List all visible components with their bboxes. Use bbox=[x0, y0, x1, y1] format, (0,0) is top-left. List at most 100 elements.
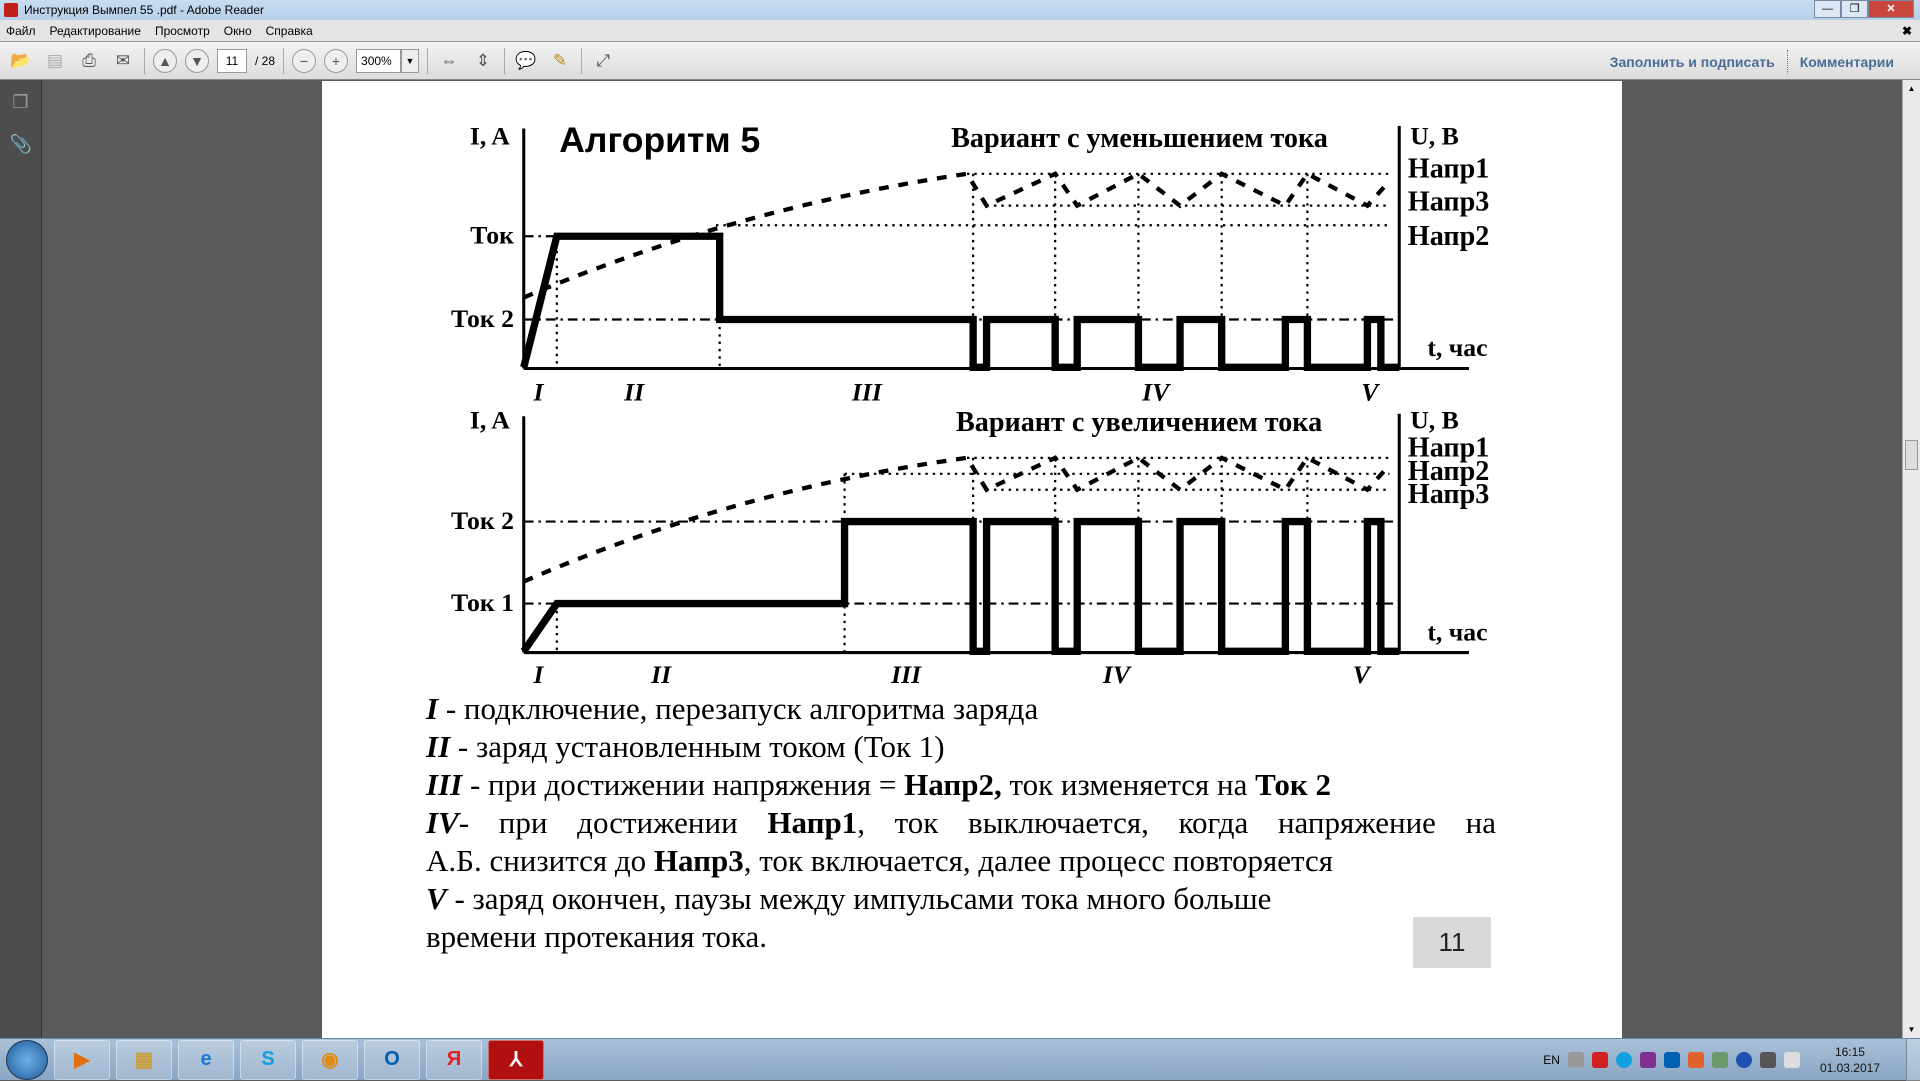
divider bbox=[1786, 49, 1788, 74]
phase-label: IV bbox=[1141, 377, 1171, 406]
minimize-button[interactable]: — bbox=[1814, 0, 1841, 18]
top-chart bbox=[520, 126, 1470, 371]
bottom-voltage-axis-label: U, B bbox=[1410, 405, 1459, 434]
divider bbox=[144, 47, 145, 74]
close-button[interactable]: ✕ bbox=[1868, 0, 1914, 18]
bottom-current-axis-label: I, A bbox=[470, 405, 510, 434]
email-icon[interactable]: ✉ bbox=[115, 50, 131, 70]
desc-line: А.Б. снизится до Напр3, ток включается, … bbox=[426, 843, 1333, 878]
open-icon[interactable]: 📂 bbox=[10, 50, 32, 70]
vertical-scrollbar[interactable]: ▲ ▼ bbox=[1902, 80, 1920, 1038]
scroll-up-icon[interactable]: ▲ bbox=[1907, 84, 1916, 93]
menu-bar: Файл Редактирование Просмотр Окно Справк… bbox=[0, 20, 1920, 41]
phase-label: V bbox=[1353, 660, 1372, 689]
top-current-axis-label: I, A bbox=[470, 121, 510, 150]
tick-napr3: Напр3 bbox=[1408, 479, 1490, 510]
zoom-out-icon[interactable]: − bbox=[292, 48, 317, 73]
outlook-tray-icon[interactable] bbox=[1663, 1052, 1680, 1068]
algorithm-diagram: I, A Алгоритм 5 Вариант с уменьшением то… bbox=[451, 120, 1490, 689]
divider bbox=[581, 47, 583, 74]
desc-line: III - при достижении напряжения = Напр2,… bbox=[426, 767, 1332, 802]
fit-width-icon[interactable]: ⇔ bbox=[440, 50, 458, 70]
scroll-thumb[interactable] bbox=[1905, 440, 1918, 470]
yandex-icon[interactable]: Я bbox=[426, 1039, 482, 1080]
kaspersky-tray-icon[interactable] bbox=[1591, 1052, 1608, 1068]
start-button[interactable] bbox=[6, 1039, 48, 1080]
top-chart-title: Алгоритм 5 bbox=[559, 120, 760, 160]
title-bar: Инструкция Вымпел 55 .pdf - Adobe Reader… bbox=[0, 0, 1920, 20]
fullscreen-icon[interactable]: ⤢ bbox=[596, 50, 610, 70]
aimp-icon[interactable]: ◉ bbox=[302, 1039, 358, 1080]
comments-button[interactable]: Комментарии bbox=[1799, 53, 1894, 70]
top-time-axis-label: t, час bbox=[1427, 333, 1487, 362]
network-tray-icon[interactable] bbox=[1567, 1052, 1584, 1068]
page-number-input[interactable]: 11 bbox=[217, 48, 247, 73]
phase-label: III bbox=[890, 660, 922, 689]
bottom-current-levels bbox=[523, 520, 1400, 605]
pdf-app-icon bbox=[4, 3, 18, 17]
tick-napr2: Напр2 bbox=[1408, 456, 1490, 487]
next-page-icon[interactable]: ▼ bbox=[185, 48, 209, 73]
restore-button[interactable]: ❐ bbox=[1841, 0, 1868, 18]
phase-label: II bbox=[650, 660, 672, 689]
desc-line: IV- при достижении Напр1, ток выключаетс… bbox=[426, 805, 1497, 840]
language-indicator[interactable]: EN bbox=[1543, 1053, 1560, 1067]
top-current-waveform bbox=[520, 232, 1400, 371]
skype-icon[interactable]: S bbox=[240, 1039, 296, 1080]
zoom-dropdown-icon[interactable]: ▼ bbox=[401, 48, 420, 73]
zoom-in-icon[interactable]: + bbox=[324, 48, 349, 73]
tick-tok-2: Ток 2 bbox=[451, 304, 514, 333]
previous-page-icon[interactable]: ▲ bbox=[153, 48, 177, 73]
tick-tok-1: Ток 1 bbox=[451, 588, 514, 617]
menu-view[interactable]: Просмотр bbox=[154, 23, 210, 38]
divider bbox=[427, 47, 429, 74]
fill-sign-button[interactable]: Заполнить и подписать bbox=[1609, 53, 1775, 70]
top-chart-subtitle: Вариант с уменьшением тока bbox=[951, 123, 1328, 154]
comment-icon[interactable]: 💬 bbox=[515, 50, 537, 70]
menu-edit[interactable]: Редактирование bbox=[49, 23, 141, 38]
volume-icon[interactable] bbox=[1783, 1052, 1800, 1068]
bottom-chart-subtitle: Вариант с увеличением тока bbox=[956, 407, 1322, 438]
show-desktop-button[interactable] bbox=[1906, 1039, 1920, 1081]
skype-tray-icon[interactable] bbox=[1615, 1052, 1632, 1068]
outlook-icon[interactable]: O bbox=[364, 1039, 420, 1080]
highlight-text-icon[interactable]: ✎ bbox=[552, 50, 568, 70]
menu-window[interactable]: Окно bbox=[223, 23, 252, 38]
attachments-icon[interactable]: 📎 bbox=[9, 134, 32, 154]
phase-label: III bbox=[851, 377, 883, 406]
print-icon[interactable]: ⎙ bbox=[82, 50, 96, 70]
fit-page-icon[interactable]: ⇕ bbox=[475, 50, 491, 70]
desc-line: II - заряд установленным током (Ток 1) bbox=[426, 729, 945, 764]
phase-label: I bbox=[533, 377, 545, 406]
network-connection-icon[interactable] bbox=[1759, 1052, 1776, 1068]
windows-tray-icon[interactable] bbox=[1735, 1052, 1752, 1068]
speaker-tray-icon[interactable] bbox=[1687, 1052, 1704, 1068]
zoom-input[interactable]: 300% bbox=[356, 48, 402, 73]
desc-line: V - заряд окончен, паузы между импульсам… bbox=[426, 881, 1272, 916]
scroll-down-icon[interactable]: ▼ bbox=[1907, 1025, 1916, 1034]
window-title: Инструкция Вымпел 55 .pdf - Adobe Reader bbox=[24, 3, 265, 17]
page-thumbnails-icon[interactable]: ❐ bbox=[12, 92, 29, 112]
media-player-icon[interactable]: ▶ bbox=[54, 1039, 110, 1080]
bottom-time-axis-label: t, час bbox=[1427, 617, 1487, 646]
menu-help[interactable]: Справка bbox=[265, 23, 313, 38]
internet-explorer-icon[interactable]: e bbox=[178, 1039, 234, 1080]
bottom-chart bbox=[520, 413, 1470, 656]
adobe-reader-icon[interactable]: ⅄ bbox=[488, 1039, 544, 1080]
tick-napr1: Напр1 bbox=[1408, 433, 1490, 464]
top-guide-lines bbox=[555, 172, 1390, 368]
top-voltage-axis-label: U, B bbox=[1410, 121, 1459, 150]
tick-napr3: Напр3 bbox=[1408, 187, 1490, 218]
bottom-voltage-curve bbox=[522, 455, 1392, 584]
phase-label: I bbox=[533, 660, 545, 689]
save-icon[interactable]: ▤ bbox=[46, 50, 64, 70]
desc-line: I - подключение, перезапуск алгоритма за… bbox=[426, 691, 1039, 726]
explorer-icon[interactable]: ▦ bbox=[116, 1039, 172, 1080]
onenote-tray-icon[interactable] bbox=[1639, 1052, 1656, 1068]
close-document-icon[interactable]: ✖ bbox=[1901, 23, 1912, 38]
menu-file[interactable]: Файл bbox=[6, 23, 36, 38]
update-tray-icon[interactable] bbox=[1711, 1052, 1728, 1068]
